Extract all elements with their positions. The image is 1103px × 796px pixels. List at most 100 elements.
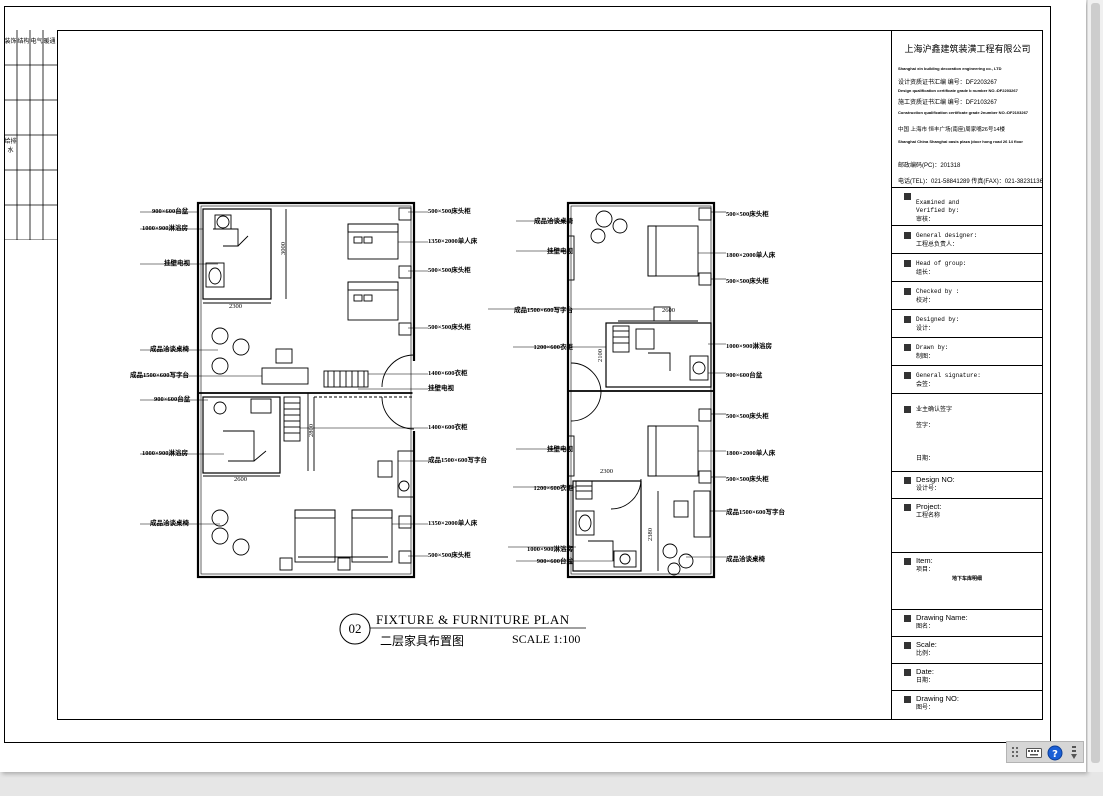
tb-design-cert: 设计资质证书汇编 编号：DF2203267: [898, 80, 998, 86]
tb-project-label: Project:: [916, 502, 942, 511]
tb-drawing-no: Drawing NO: 图号：: [892, 691, 1043, 719]
dim-2600: 2600: [234, 476, 247, 483]
label-nightstand-4: 500×500床头柜: [428, 552, 471, 559]
tb-company-cn: 上海沪鑫建筑装潢工程有限公司: [904, 44, 1031, 54]
label-tv-2: 挂壁电视: [428, 385, 454, 392]
square-bullet-icon: [904, 260, 911, 267]
tb-field-label: Drawn by:: [916, 344, 949, 351]
left-bottom-bathroom: [202, 396, 281, 474]
tb-project-cn: 工程名称: [916, 513, 941, 519]
scrollbar-thumb[interactable]: [1091, 3, 1100, 763]
tb-drawing-no-cn: 图号：: [916, 705, 935, 711]
tb-construction-cert: 施工资质证书汇编 编号：DF2103267: [898, 100, 998, 106]
label-r-shower: 1000×900淋浴房: [726, 343, 772, 350]
dim-r-2600: 2600: [662, 307, 675, 314]
label-r-bed-1: 1800×2000单人床: [726, 252, 776, 259]
tb-address-en: Shanghai China Shanghai oasis plaza (doo…: [898, 139, 1023, 144]
outer-frame: [4, 6, 1051, 743]
tb-drawing-name-label: Drawing Name:: [916, 613, 968, 622]
strip-label-hvac: 暖通: [43, 39, 56, 45]
drawing-sheet: 装饰 结构 电气 暖通 给排水: [0, 0, 1086, 772]
square-bullet-icon: [904, 406, 911, 413]
square-bullet-icon: [904, 615, 911, 622]
tb-drawing-name: Drawing Name: 图名：: [892, 610, 1043, 637]
label-basin-2: 900×600台盆: [154, 396, 191, 403]
tb-field-label: General signature:: [916, 372, 981, 379]
caption-number-circle: [339, 613, 371, 645]
square-bullet-icon: [904, 232, 911, 239]
tb-field-label: Checked by :: [916, 288, 960, 295]
tb-design-no: Design NO: 设计号：: [892, 472, 1043, 499]
label-r-bed-2: 1800×2000单人床: [726, 450, 776, 457]
svg-text:?: ?: [1052, 749, 1058, 760]
tb-drawing-name-cn: 图名：: [916, 624, 935, 630]
discipline-grid: [4, 30, 57, 240]
label-table-chairs: 成品洽谈桌椅: [150, 346, 189, 353]
tb-field-label-cn: 校对：: [916, 298, 935, 304]
square-bullet-icon: [904, 504, 911, 511]
right-mid-bathroom: [605, 322, 712, 388]
caption-subtitle: 二层家具布置图: [380, 634, 465, 648]
square-bullet-icon: [904, 193, 911, 200]
strip-label-structure: 结构: [17, 39, 30, 45]
label-wardrobe-1: 1400×600衣柜: [428, 370, 468, 377]
square-bullet-icon: [904, 372, 911, 379]
tb-field-general-designer: General designer: 工程总负责人：: [892, 226, 1043, 254]
tb-date: Date: 日期：: [892, 664, 1043, 691]
right-plan-outer-wall: [566, 201, 716, 579]
label-r-basin: 900×600台盆: [726, 372, 763, 379]
right-bottom-bathroom: [572, 480, 642, 572]
tb-scale: Scale: 比例：: [892, 637, 1043, 664]
tb-field-label-cn: 工程总负责人：: [916, 242, 959, 248]
label-table-chairs-2: 成品洽谈桌椅: [150, 520, 189, 527]
label-r-wardrobe-2: 1200×600衣柜: [533, 485, 573, 492]
square-bullet-icon: [904, 558, 911, 565]
grip-icon[interactable]: [1011, 746, 1021, 760]
left-top-bathroom: [202, 208, 272, 300]
status-tray: ?: [1006, 741, 1084, 763]
label-r-desk: 成品1500×600写字台: [514, 307, 573, 314]
label-r-table-chairs-2: 成品洽谈桌椅: [726, 556, 765, 563]
tb-field-label-cn: 组长：: [916, 270, 935, 276]
dim-3000: 3000: [280, 242, 287, 255]
plan-linework: [133, 201, 726, 645]
tb-design-cert-en: Design qualification certificate grade b…: [898, 88, 1018, 93]
pin-icon[interactable]: [1069, 745, 1079, 761]
label-r-nightstand-2: 500×500床头柜: [726, 278, 769, 285]
tb-field-checked-by: Checked by : 校对：: [892, 282, 1043, 310]
strip-label-plumbing: 给排水: [4, 139, 17, 154]
tb-field-label: Designed by:: [916, 316, 960, 323]
strip-label-electrical: 电气: [30, 39, 43, 45]
tb-field-label-cn: 会签：: [916, 382, 935, 388]
label-basin: 900×600台盆: [152, 208, 189, 215]
left-bed-1: [347, 223, 399, 260]
label-r-nightstand-1: 500×500床头柜: [726, 211, 769, 218]
dim-r-2380: 2380: [647, 528, 654, 541]
caption-title: FIXTURE & FURNITURE PLAN: [376, 612, 570, 627]
title-block: 上海沪鑫建筑装潢工程有限公司 Shanghai xin building dec…: [891, 30, 1043, 720]
label-tv: 挂壁电视: [164, 260, 190, 267]
tb-item-value: 地下车库明细: [952, 576, 983, 582]
tb-field-label-cn: 审核：: [916, 217, 935, 223]
tb-address-cn: 中国 上海市 恒丰广场(南座)周家嘴26号14楼: [898, 127, 1005, 133]
tb-field-label: Examined and Verified by:: [916, 199, 960, 214]
label-shower: 1000×900淋浴房: [142, 225, 188, 232]
tb-owner-confirm-label: 业主确认签字: [916, 407, 953, 413]
label-r-tv: 挂壁电视: [547, 248, 573, 255]
label-desk: 成品1500×600写字台: [130, 372, 189, 379]
square-bullet-icon: [904, 669, 911, 676]
tb-design-no-cn: 设计号：: [916, 486, 941, 492]
label-r-nightstand-4: 500×500床头柜: [726, 476, 769, 483]
help-icon[interactable]: ?: [1047, 745, 1063, 761]
tb-post-code: 邮政编码(PC)：201318: [898, 163, 961, 169]
tb-date-label: Date:: [916, 667, 934, 676]
caption-number: 02: [348, 621, 362, 636]
tb-item-label: Item:: [916, 556, 933, 565]
tb-scale-label: Scale:: [916, 640, 937, 649]
label-r-nightstand-3: 500×500床头柜: [726, 413, 769, 420]
tb-contact: 电话(TEL)：021-58841289 传真(FAX)：021-3823113…: [898, 179, 1043, 185]
keyboard-icon[interactable]: [1026, 748, 1042, 758]
tb-field-examined: Examined and Verified by: 审核：: [892, 188, 1043, 226]
tb-drawing-no-label: Drawing NO:: [916, 694, 959, 703]
vertical-scrollbar[interactable]: [1087, 0, 1103, 772]
